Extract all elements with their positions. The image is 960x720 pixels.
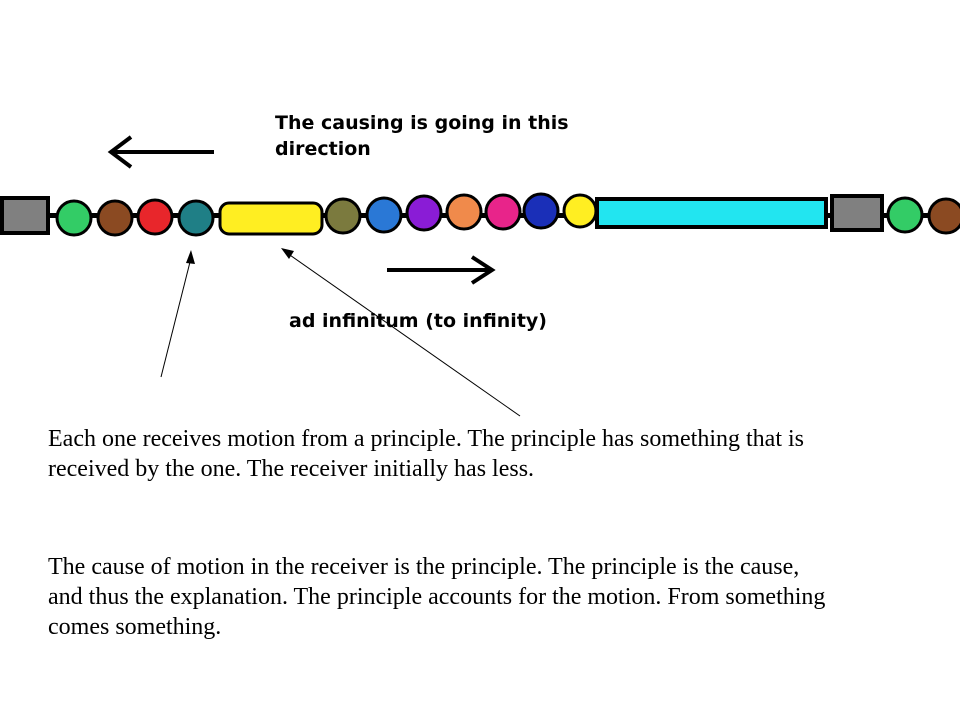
chain-bead-3	[136, 198, 174, 236]
arrow-left-icon	[107, 135, 214, 169]
chain-bead-13	[927, 197, 960, 235]
chain-bead-1	[55, 199, 93, 237]
arrow-right-icon	[387, 255, 496, 285]
chain-bead-11	[562, 193, 598, 229]
pointer-arrow-to-yellow-bar	[281, 248, 521, 417]
chain-bead-8	[445, 193, 483, 231]
chain-bead-2	[96, 199, 134, 237]
chain-bead-7	[405, 194, 443, 232]
chain-bead-10	[522, 192, 560, 230]
infinity-label: ad infinitum (to infinity)	[289, 310, 547, 332]
chain-bar-cyan	[595, 197, 828, 229]
chain-bead-9	[484, 193, 522, 231]
paragraph-cause-of-motion: The cause of motion in the receiver is t…	[48, 554, 826, 640]
paragraph-receives-motion: Each one receives motion from a principl…	[48, 426, 804, 482]
chain-bead-5	[324, 197, 362, 235]
pointer-arrow-to-teal-bead	[160, 250, 195, 378]
chain-bar-yellow	[218, 201, 324, 236]
chain-bead-4	[177, 199, 215, 237]
chain-bead-6	[365, 196, 403, 234]
chain-square-1	[0, 196, 50, 235]
direction-label: The causing is going in this direction	[275, 112, 569, 160]
chain-square-2	[830, 194, 884, 232]
chain-bead-12	[886, 196, 924, 234]
